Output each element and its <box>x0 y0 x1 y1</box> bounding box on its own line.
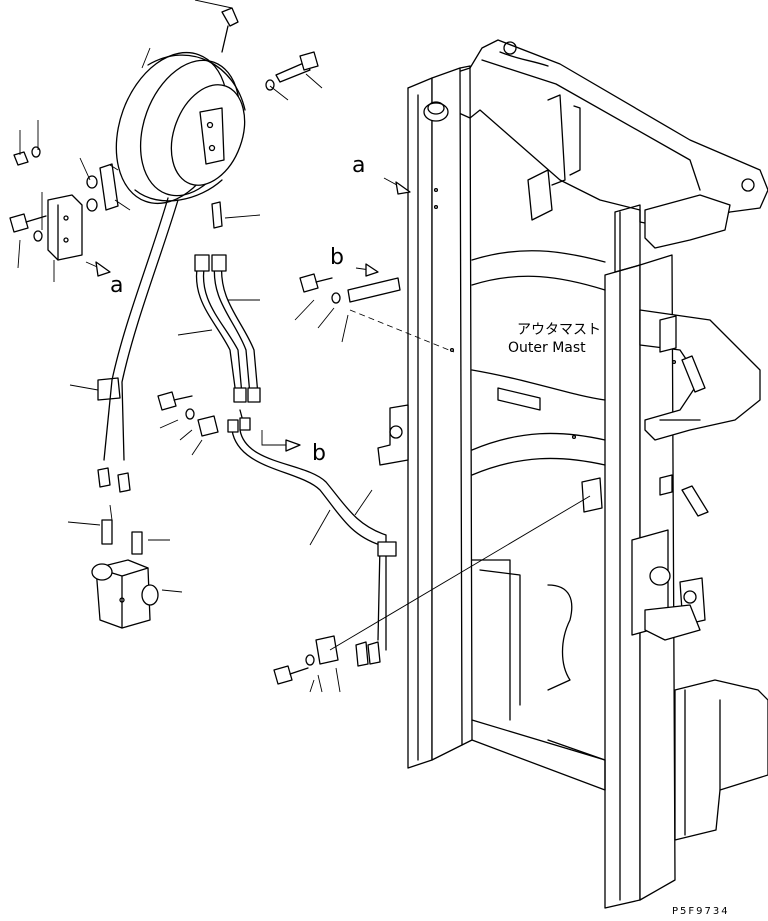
outer-mast-jp: アウタマスト <box>517 322 601 338</box>
outer-mast <box>377 39 768 909</box>
ref-label-a-top: a <box>352 153 365 178</box>
reference-letters: a b a b <box>110 153 365 466</box>
ref-label-b-top: b <box>330 245 344 270</box>
mast-label: アウタマスト Outer Mast <box>508 322 601 356</box>
hose-reel <box>115 7 246 205</box>
reel-bracket <box>47 163 119 261</box>
ref-label-a-left: a <box>110 273 123 298</box>
hardware <box>9 51 401 685</box>
hose-lines <box>97 197 397 667</box>
ref-label-b-mid: b <box>312 441 326 466</box>
valve-block <box>91 519 159 629</box>
drawing-code: P5F9734 <box>672 906 730 916</box>
outer-mast-en: Outer Mast <box>508 340 586 356</box>
callout-lines <box>17 0 591 693</box>
